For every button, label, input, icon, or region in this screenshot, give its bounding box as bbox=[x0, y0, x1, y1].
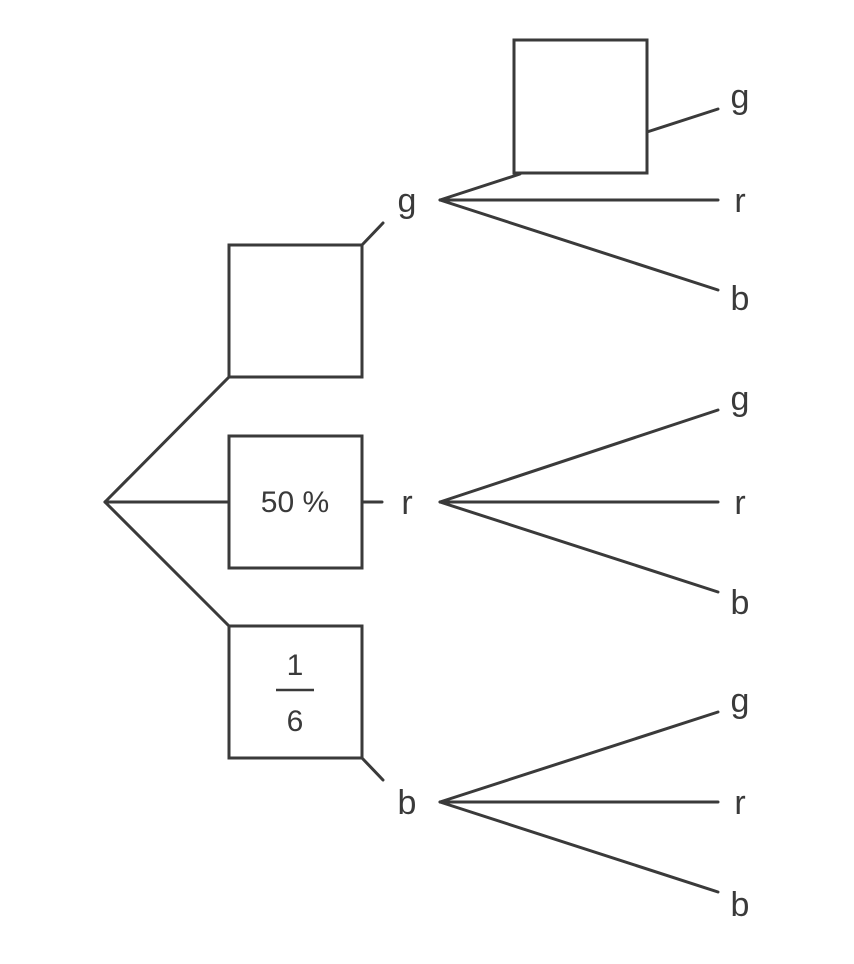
edge-r-to-rb bbox=[438, 500, 720, 594]
edge-root-to-g bbox=[103, 375, 231, 504]
edge-b-to-bg bbox=[438, 710, 720, 804]
second-stage-edges bbox=[438, 107, 720, 894]
edge-g-box-to-node bbox=[360, 221, 385, 247]
node-label-b: b bbox=[398, 784, 417, 822]
first-stage-labels: g r b bbox=[398, 182, 417, 822]
edge-g-to-gb bbox=[438, 198, 720, 292]
leaf-label-rg: g bbox=[731, 380, 750, 418]
leaf-label-rr: r bbox=[734, 484, 745, 522]
prob-box-b-denominator: 6 bbox=[287, 705, 304, 738]
leaf-label-gg: g bbox=[731, 78, 750, 116]
node-label-r: r bbox=[401, 484, 412, 522]
edge-b-to-bb bbox=[438, 800, 720, 894]
edge-g-to-gg bbox=[438, 172, 522, 202]
prob-box-b-numerator: 1 bbox=[287, 649, 304, 682]
edge-r-to-rg bbox=[438, 408, 720, 504]
leaf-labels: g r b g r b g r b bbox=[731, 78, 750, 924]
prob-box-b[interactable] bbox=[227, 624, 364, 760]
edge-gg-box-to-leaf bbox=[645, 107, 720, 134]
node-label-g: g bbox=[398, 182, 417, 220]
edge-root-to-b bbox=[103, 500, 231, 628]
leaf-label-bb: b bbox=[731, 886, 750, 924]
leaf-label-gb: b bbox=[731, 280, 750, 318]
leaf-label-br: r bbox=[734, 784, 745, 822]
first-stage-edges bbox=[103, 221, 385, 782]
probability-boxes: 50 % 1 6 bbox=[227, 38, 649, 760]
edge-b-box-to-node bbox=[360, 756, 385, 782]
leaf-label-gr: r bbox=[734, 182, 745, 220]
leaf-label-bg: g bbox=[731, 682, 750, 720]
leaf-label-rb: b bbox=[731, 584, 750, 622]
prob-box-r[interactable] bbox=[227, 434, 364, 570]
prob-box-g[interactable] bbox=[227, 243, 364, 379]
prob-box-gg[interactable] bbox=[512, 38, 649, 175]
prob-box-r-value: 50 % bbox=[261, 486, 329, 519]
